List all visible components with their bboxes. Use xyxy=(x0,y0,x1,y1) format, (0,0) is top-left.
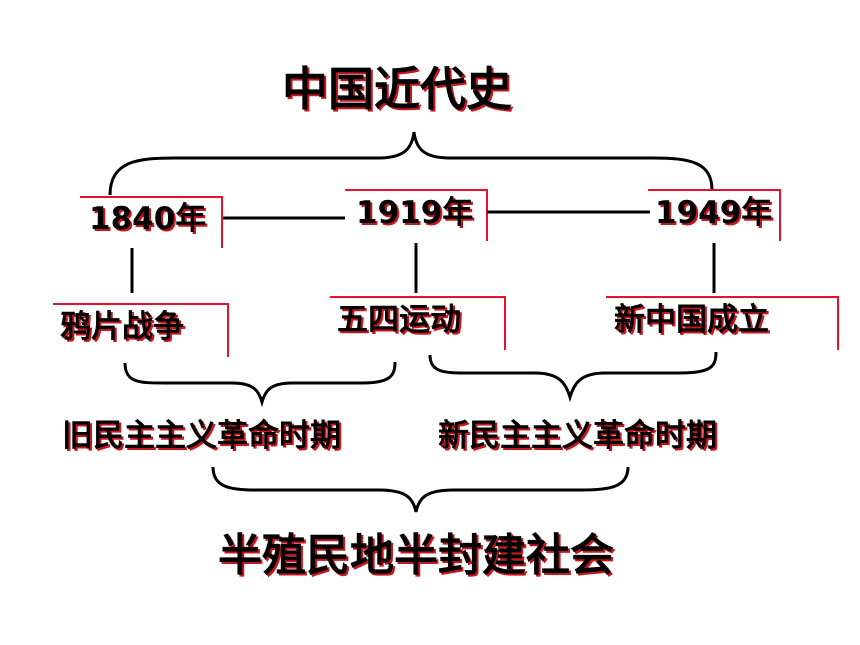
event-prc-founding: 新中国成立 xyxy=(614,302,769,338)
event-opium-war: 鸦片战争 xyxy=(60,309,184,345)
society-label: 半殖民地半封建社会 xyxy=(218,530,614,581)
society-brace xyxy=(211,466,630,513)
period-old-democratic: 旧民主主义革命时期 xyxy=(62,418,341,454)
year-1919: 1919年 xyxy=(356,195,474,231)
top-brace xyxy=(108,131,714,196)
event-1-accent xyxy=(53,303,229,357)
year-1949-accent xyxy=(648,189,781,241)
period-2-brace xyxy=(428,351,718,403)
period-new-democratic: 新民主主义革命时期 xyxy=(438,418,717,454)
year-1840-accent xyxy=(80,196,223,248)
year-1919-accent xyxy=(345,189,488,241)
diagram-title: 中国近代史 xyxy=(282,62,512,116)
event-3-accent xyxy=(606,296,839,350)
event-2-accent xyxy=(330,296,506,350)
event-may-fourth: 五四运动 xyxy=(337,302,461,338)
year-1949: 1949年 xyxy=(655,195,773,231)
period-1-brace xyxy=(123,361,397,408)
year-1840: 1840年 xyxy=(89,201,207,237)
